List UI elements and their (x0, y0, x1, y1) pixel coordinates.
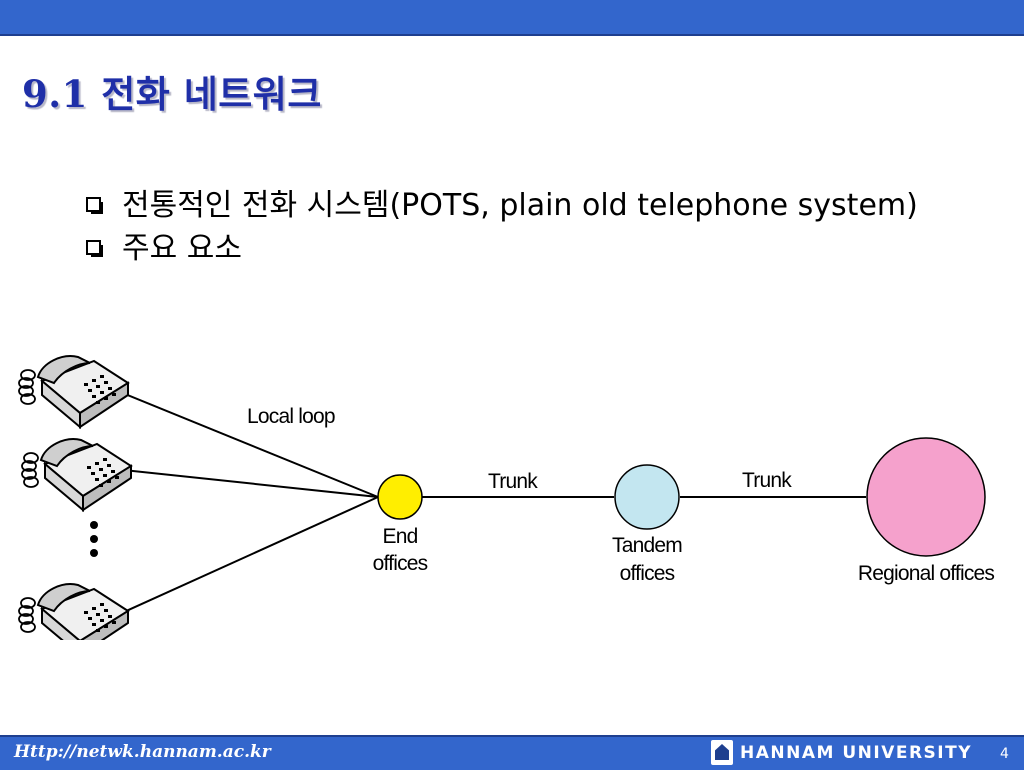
footer-bar: Http://netwk.hannam.ac.kr HANNAM UNIVERS… (0, 735, 1024, 770)
telephone-network-diagram: Local loop Trunk Trunk End offices Tande… (18, 355, 995, 640)
slide-title: 9.1 전화 네트워크 (22, 72, 322, 116)
regional-office-node (866, 437, 986, 557)
tandem-office-node (614, 464, 680, 530)
page-number: 4 (1000, 746, 1009, 762)
regional-offices-label: Regional offices (858, 562, 995, 585)
telephone-icon (18, 355, 129, 428)
checkbox-bullet-icon (86, 240, 103, 257)
bullet-text: 전통적인 전화 시스템(POTS, plain old telephone sy… (122, 188, 918, 223)
end-offices-label: End (383, 525, 418, 548)
university-name: HANNAM UNIVERSITY (740, 743, 973, 763)
telephone-icon (18, 583, 129, 640)
local-loop-line (123, 496, 379, 613)
tandem-offices-label: Tandem (612, 534, 682, 557)
bullet-list: 전통적인 전화 시스템(POTS, plain old telephone sy… (82, 186, 942, 272)
local-loop-line (123, 469, 379, 498)
bullet-text: 주요 요소 (122, 231, 242, 266)
local-loop-line (119, 391, 379, 498)
university-logo-icon (711, 740, 733, 765)
end-offices-label: offices (373, 552, 428, 575)
footer-url-link[interactable]: Http://netwk.hannam.ac.kr (14, 742, 271, 762)
top-bar (0, 0, 1024, 36)
trunk-label: Trunk (488, 470, 538, 493)
vertical-ellipsis-icon (90, 521, 98, 557)
telephone-icon (21, 438, 132, 511)
local-loop-label: Local loop (247, 405, 335, 428)
bullet-item: 주요 요소 (82, 229, 942, 268)
trunk-label: Trunk (742, 469, 792, 492)
checkbox-bullet-icon (86, 197, 103, 214)
end-office-node (377, 474, 423, 520)
tandem-offices-label: offices (620, 562, 675, 585)
bullet-item: 전통적인 전화 시스템(POTS, plain old telephone sy… (82, 186, 942, 225)
